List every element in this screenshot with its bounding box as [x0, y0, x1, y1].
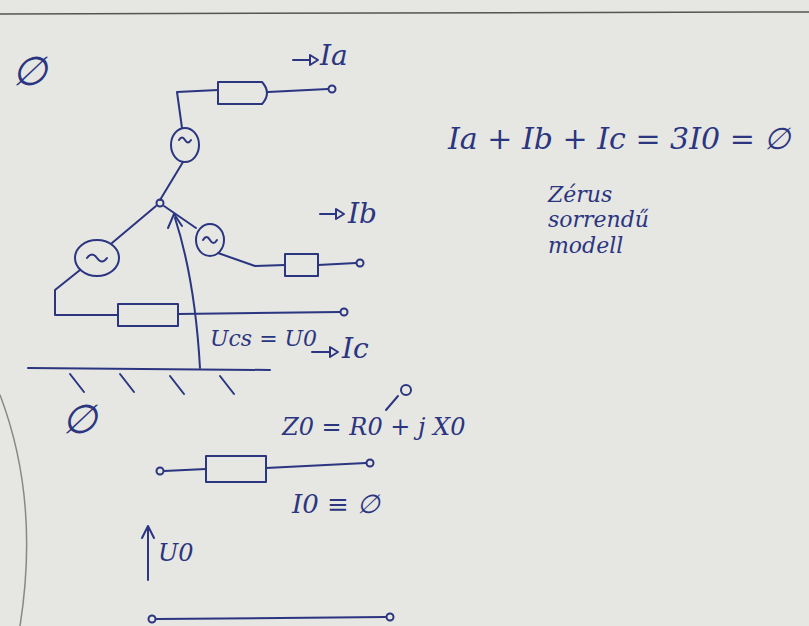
handwritten-label: Ib	[348, 198, 377, 230]
handwritten-label: ∅	[12, 48, 47, 94]
handwritten-label: I0 ≡ ∅	[292, 490, 380, 520]
handwritten-label: Ic	[342, 333, 369, 365]
handwritten-label: Zérus sorrendű modell	[548, 182, 678, 258]
handwritten-label: Ia + Ib + Ic = 3I0 = ∅	[448, 122, 790, 157]
handwritten-label: ∅	[62, 396, 97, 442]
handwritten-label: Ia	[320, 40, 348, 72]
handwritten-label: Z0 = R0 + j X0	[282, 414, 465, 442]
handwritten-label: U0	[158, 540, 194, 568]
handwritten-label: Ucs = U0	[210, 326, 317, 351]
